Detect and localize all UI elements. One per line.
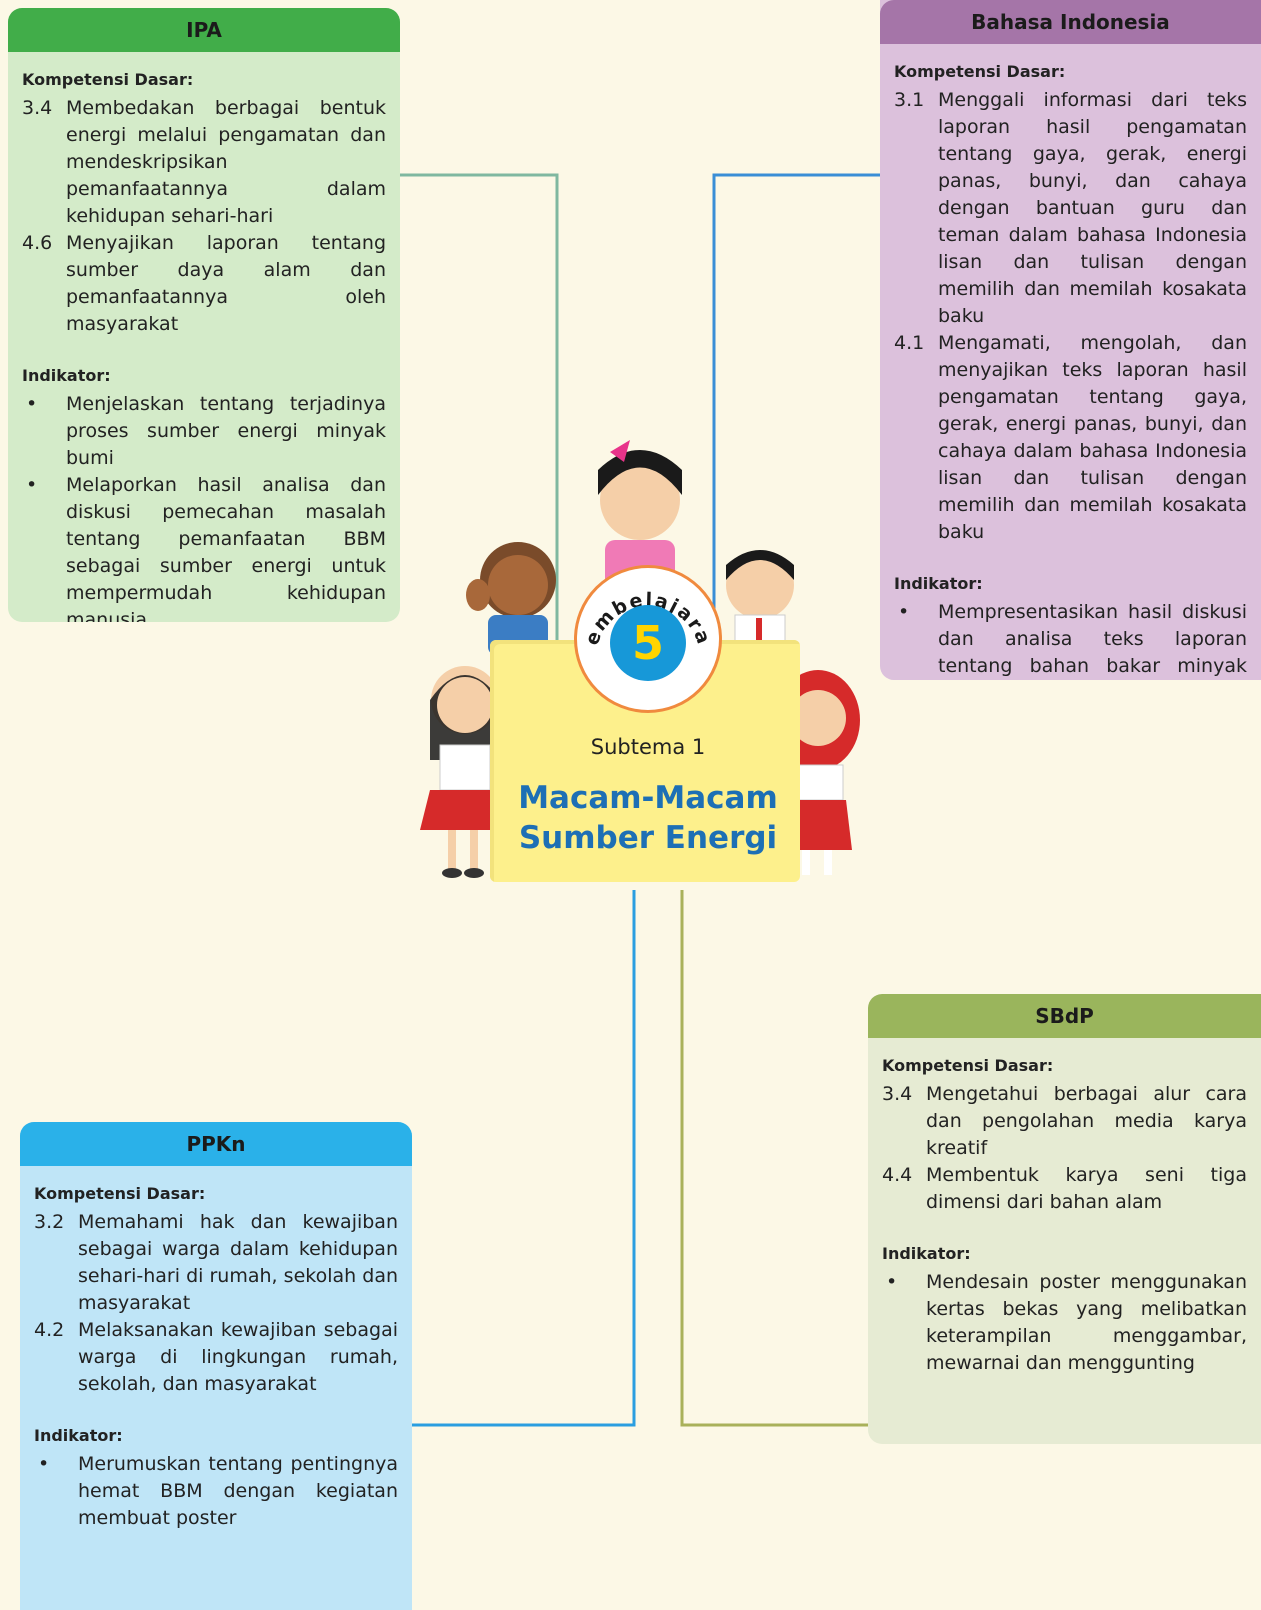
ipa-connector [400,173,559,640]
subtheme-title-line2: Sumber Energi [518,820,778,856]
sbdp-indicator-item: •Mendesain poster menggunakan kertas bek… [886,1271,1247,1374]
ppkn-kd-label: Kompetensi Dasar: [34,1184,206,1203]
lesson-number: 5 [610,605,686,681]
ipa-indicator-label: Indikator: [22,366,111,385]
ppkn-header: PPKn [20,1122,412,1166]
bahasa-header: Bahasa Indonesia [880,0,1261,44]
ppkn-indicator-item: •Merumuskan tentang pentingnya hemat BBM… [38,1453,398,1529]
ipa-indicator-item: •Menjelaskan tentang terjadinya proses s… [26,393,386,469]
ipa-indicator-item: •Melaporkan hasil analisa dan diskusi pe… [26,474,386,622]
ppkn-connector [412,890,636,1427]
ppkn-indicator-label: Indikator: [34,1426,123,1445]
girl-red-skirt-left-figure [420,666,510,878]
subtheme-title-line1: Macam-Macam [518,780,778,816]
sbdp-connector [680,890,868,1427]
bahasa-kd-label: Kompetensi Dasar: [894,62,1066,81]
subtheme-label: Subtema 1 [590,735,706,759]
bahasa-indicator-item: •Mempresentasikan hasil diskusi dan anal… [898,601,1247,677]
bahasa-indicator-label: Indikator: [894,574,983,593]
boy-white-shirt-figure [726,550,794,646]
subtheme-title: Macam-Macam Sumber Energi [510,778,786,858]
ipa-header: IPA [8,8,400,52]
sbdp-kd-label: Kompetensi Dasar: [882,1056,1054,1075]
ipa-kd-label: Kompetensi Dasar: [22,70,194,89]
sbdp-header: SBdP [868,994,1261,1038]
boy-blue-figure [466,542,556,655]
sbdp-indicator-label: Indikator: [882,1244,971,1263]
bahasa-connector [712,173,880,610]
